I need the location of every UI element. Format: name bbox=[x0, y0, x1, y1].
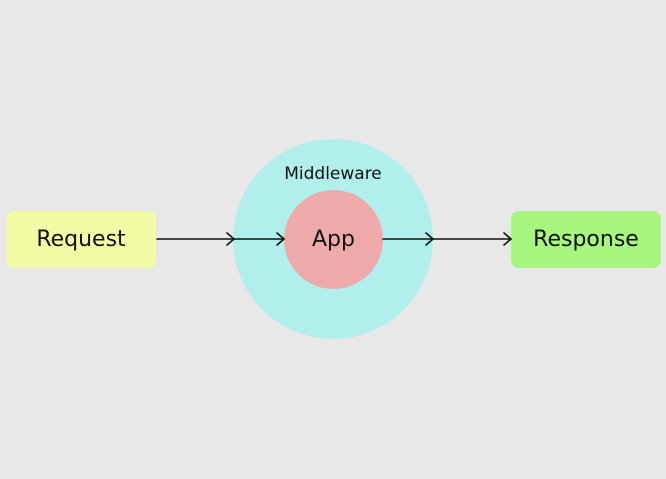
arrowhead-middleware-to-app bbox=[276, 232, 285, 246]
middleware-label: Middleware bbox=[284, 164, 382, 184]
response-label: Response bbox=[533, 227, 639, 252]
response-box: Response bbox=[511, 211, 661, 268]
request-label: Request bbox=[36, 227, 126, 252]
request-box: Request bbox=[6, 211, 156, 268]
app-circle: App bbox=[284, 190, 383, 289]
arrowhead-middleware-to-response bbox=[503, 232, 512, 246]
app-label: App bbox=[312, 227, 355, 252]
